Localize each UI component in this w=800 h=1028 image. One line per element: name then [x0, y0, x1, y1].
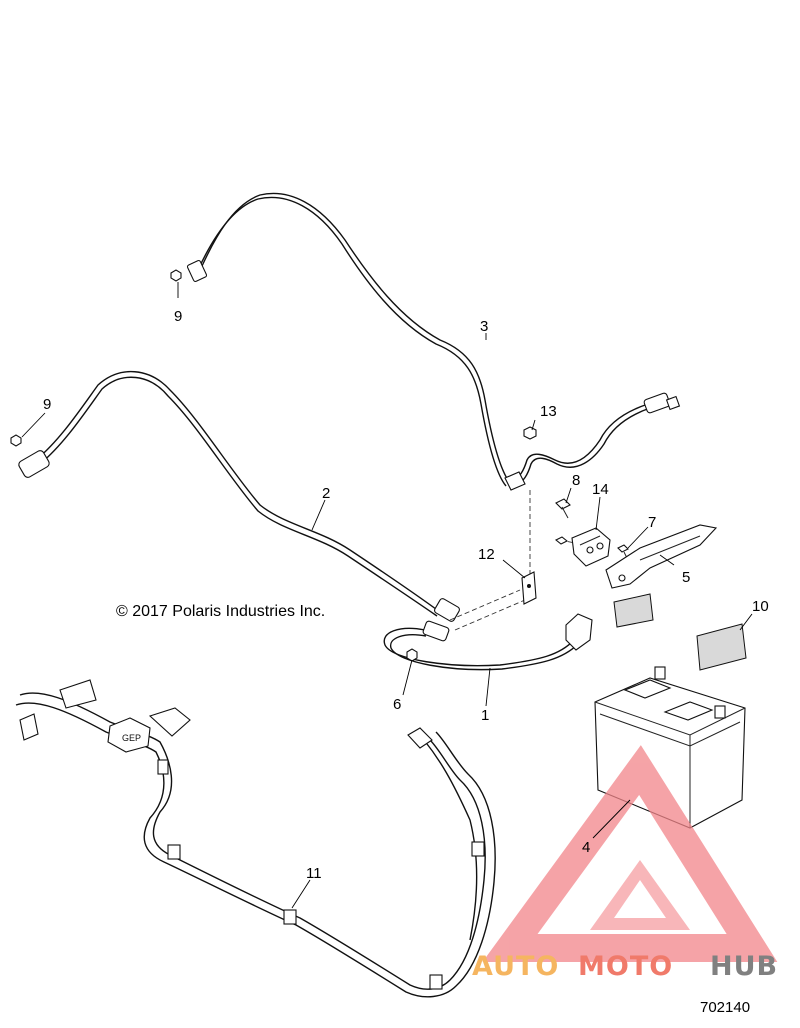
callout-9-upper: 9	[174, 308, 182, 325]
assembly-line	[449, 589, 521, 621]
harness-11: GEP	[15, 679, 496, 998]
callout-1: 1	[481, 707, 489, 724]
leader-lines	[21, 282, 753, 909]
callout-9-left: 9	[43, 396, 51, 413]
bolt-8	[555, 498, 571, 519]
nut-9-upper	[170, 269, 182, 282]
callout-5: 5	[682, 569, 690, 586]
bracket-5	[605, 524, 718, 589]
callout-4: 4	[582, 839, 590, 856]
callout-3: 3	[480, 318, 488, 335]
relay-14	[554, 527, 611, 567]
callout-11: 11	[306, 865, 322, 882]
cable-2-end-connector	[18, 450, 50, 478]
svg-text:GEP: GEP	[122, 733, 141, 743]
callout-10: 10	[752, 598, 769, 615]
nut-13	[523, 426, 537, 440]
cable-1-boot	[565, 613, 593, 651]
callout-14: 14	[592, 481, 609, 498]
nut-6	[406, 648, 418, 662]
assembly-line	[454, 599, 526, 631]
cable-2-terminal	[434, 598, 460, 622]
cable-2	[18, 371, 460, 622]
watermark-logo-mark	[482, 745, 778, 962]
watermark-moto: MOTO	[578, 951, 673, 982]
cable-3-terminal	[186, 259, 208, 283]
callout-13: 13	[540, 403, 557, 420]
cable-1	[383, 613, 593, 671]
cable-3-battery-lug	[643, 392, 671, 414]
copyright-notice: © 2017 Polaris Industries Inc.	[116, 603, 325, 620]
callout-7: 7	[648, 514, 656, 531]
cable-1-terminal	[422, 620, 450, 642]
callout-8: 8	[572, 472, 580, 489]
nut-9-left	[10, 434, 22, 447]
callout-6: 6	[393, 696, 401, 713]
bracket-12	[521, 571, 537, 605]
label-10	[696, 623, 747, 671]
cable-3	[186, 192, 681, 491]
watermark-wordmark: AUTO MOTO HUB	[472, 951, 778, 982]
callout-12: 12	[478, 546, 495, 563]
figure-number: 702140	[700, 999, 750, 1016]
callout-2: 2	[322, 485, 330, 502]
watermark-hub: HUB	[710, 951, 778, 982]
watermark-auto: AUTO	[472, 951, 559, 982]
pad-label	[613, 593, 654, 628]
